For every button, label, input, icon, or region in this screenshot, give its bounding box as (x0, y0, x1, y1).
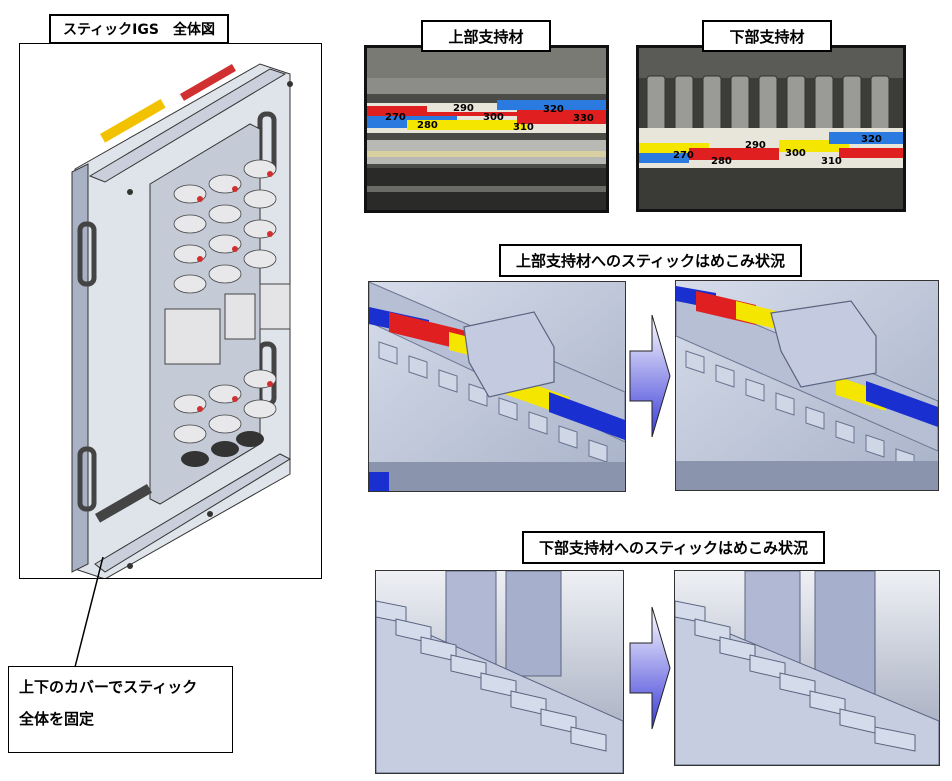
upper-photo-num-3: 290 (453, 103, 474, 114)
upper-photo-num-7: 330 (573, 113, 594, 124)
upper-insertion-title: 上部支持材へのスティックはめこみ状況 (499, 244, 802, 277)
lower-photo-num-1: 270 (673, 150, 694, 161)
upper-insertion-before (368, 281, 626, 492)
upper-photo-num-4: 300 (483, 112, 504, 123)
arrow-right-icon-upper (629, 314, 671, 438)
lower-photo-num-3: 290 (745, 140, 766, 151)
arrow-right-icon-lower (629, 606, 671, 730)
lower-support-title: 下部支持材 (702, 20, 832, 52)
upper-support-photo: 270 280 290 300 310 320 330 (364, 45, 609, 213)
upper-insertion-after (675, 280, 939, 491)
upper-photo-num-1: 270 (385, 112, 406, 123)
lower-photo-num-2: 280 (711, 156, 732, 167)
igs-assembly-drawing (71, 63, 293, 578)
overview-title: スティックIGS 全体図 (49, 14, 229, 44)
lower-photo-num-4: 300 (785, 148, 806, 159)
lower-insertion-after (674, 570, 940, 766)
callout-line-2: 全体を固定 (19, 710, 95, 728)
lower-insertion-before (375, 570, 624, 774)
upper-photo-num-5: 310 (513, 122, 534, 133)
callout-leader-line (74, 556, 104, 668)
overview-frame (19, 43, 322, 579)
upper-photo-num-6: 320 (543, 104, 564, 115)
lower-photo-num-6: 320 (861, 134, 882, 145)
lower-insertion-title: 下部支持材へのスティックはめこみ状況 (522, 531, 825, 564)
lower-photo-num-5: 310 (821, 156, 842, 167)
callout-box: 上下のカバーでスティック 全体を固定 (8, 666, 233, 753)
upper-support-title: 上部支持材 (421, 20, 551, 52)
upper-photo-num-2: 280 (417, 120, 438, 131)
lower-support-photo: 270 280 290 300 310 320 (636, 45, 906, 212)
callout-line-1: 上下のカバーでスティック (19, 678, 198, 696)
